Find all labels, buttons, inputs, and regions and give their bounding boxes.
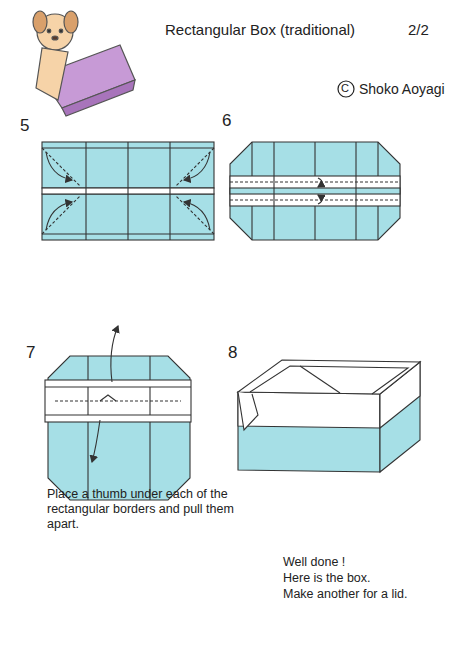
- step8-box: [238, 392, 380, 428]
- closing-note: Make another for a lid.: [283, 587, 407, 602]
- step-number: 8: [228, 343, 237, 363]
- step5-figure: [176, 196, 214, 234]
- step5-figure: [184, 152, 210, 180]
- page-number: 2/2: [408, 21, 429, 39]
- step7-figure: [45, 380, 191, 422]
- copyright-circle: [338, 81, 354, 97]
- step6-figure: [230, 188, 400, 194]
- step5-figure: [169, 142, 170, 240]
- step6-figure: [314, 142, 315, 176]
- step5-figure: [42, 148, 214, 234]
- step7-figure: [92, 420, 100, 462]
- step6-figure: [230, 176, 400, 206]
- step-number: 5: [20, 116, 29, 136]
- step7-figure: [45, 386, 191, 387]
- step7-figure: [149, 356, 150, 500]
- step6-figure: [377, 206, 378, 240]
- step6-figure: [230, 199, 400, 200]
- step8-box: [238, 392, 380, 472]
- step6-figure: [318, 178, 322, 204]
- dog-mascot: [36, 48, 68, 100]
- step6-figure: [318, 195, 322, 204]
- dog-mascot: [62, 80, 135, 116]
- step6-figure: [251, 206, 252, 240]
- step7-figure: [111, 326, 118, 382]
- step6-figure: [230, 142, 400, 240]
- step6-figure: [273, 142, 274, 240]
- step5-figure: [127, 142, 128, 240]
- step6-figure: [377, 142, 378, 176]
- dog-mascot: [64, 11, 78, 33]
- closing-note: Well done !: [283, 555, 345, 570]
- step7-figure: [48, 356, 190, 500]
- step7-figure: [92, 326, 118, 462]
- dog-mascot: [52, 36, 58, 40]
- dog-mascot: [47, 29, 51, 33]
- closing-note: Here is the box.: [283, 571, 371, 586]
- step5-figure: [42, 142, 214, 240]
- step7-figure: [55, 400, 181, 401]
- step6-figure: [230, 142, 400, 240]
- step-number: 6: [222, 111, 231, 131]
- step8-box: [238, 392, 258, 430]
- step7-figure: [45, 414, 191, 415]
- step7-figure: [55, 400, 181, 401]
- step7-figure: [149, 387, 150, 415]
- step6-figure: [314, 206, 315, 240]
- dog-mascot: [33, 11, 47, 33]
- dog-mascot: [33, 11, 135, 116]
- step5-figure: [46, 152, 210, 230]
- step5-figure: [176, 148, 214, 186]
- copyright-circle: [338, 81, 354, 97]
- step7-figure: [100, 395, 116, 401]
- step6-figure: [251, 142, 252, 176]
- step6-figure: [318, 178, 322, 187]
- step8-box: [300, 366, 340, 393]
- step5-figure: [42, 196, 80, 234]
- instruction-text: Place a thumb under each of the rectangu…: [47, 487, 247, 532]
- dog-mascot: [59, 29, 63, 33]
- step5-figure: [46, 202, 72, 230]
- step5-figure: [42, 233, 214, 234]
- step-number: 7: [26, 343, 35, 363]
- step8-box: [250, 366, 408, 394]
- step7-figure: [45, 326, 191, 500]
- step6-figure: [355, 142, 356, 240]
- step7-figure: [87, 387, 88, 415]
- step6-figure: [230, 182, 400, 200]
- step5-figure: [42, 148, 80, 186]
- page-title: Rectangular Box (traditional): [165, 21, 355, 39]
- step5-figure: [42, 147, 214, 148]
- step5-figure: [85, 142, 86, 240]
- copyright-symbol: C: [341, 82, 349, 95]
- step8-box: [238, 360, 420, 472]
- step5-figure: [46, 152, 72, 180]
- step7-figure: [87, 356, 88, 500]
- author-name: Shoko Aoyagi: [359, 81, 445, 98]
- step5-figure: [184, 202, 210, 230]
- step6-figure: [230, 181, 400, 182]
- step8-box: [238, 360, 420, 394]
